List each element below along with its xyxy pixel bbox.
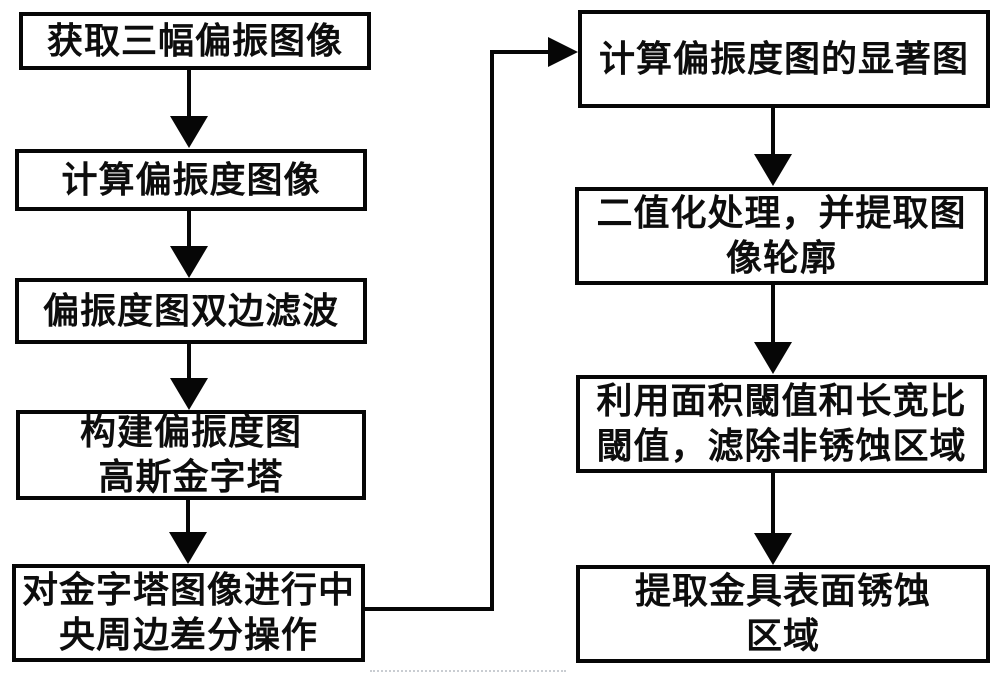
arrow-shaft-pyramid-to-centersurround — [186, 500, 190, 532]
arrowhead-right-icon — [548, 37, 578, 67]
flow-box-gaussian-pyramid: 构建偏振度图 高斯金字塔 — [16, 410, 366, 500]
flow-box-label: 二值化处理，并提取图 像轮廓 — [596, 193, 967, 278]
flow-box-binarize-contours: 二值化处理，并提取图 像轮廓 — [575, 187, 988, 285]
arrowhead-down-icon — [170, 246, 208, 278]
arrowhead-down-icon — [754, 342, 792, 374]
arrow-shaft-binarize-to-filternonrust — [771, 285, 775, 342]
arrowhead-down-icon — [754, 154, 792, 186]
arrowhead-down-icon — [170, 116, 208, 148]
flow-box-label: 对金字塔图像进行中 央周边差分操作 — [21, 570, 355, 655]
flow-box-saliency-map: 计算偏振度图的显著图 — [578, 10, 990, 108]
arrow-shaft-saliency-to-binarize — [771, 108, 775, 154]
arrowhead-down-icon — [754, 533, 792, 565]
flow-box-label: 获取三幅偏振图像 — [46, 20, 343, 61]
arrow-shaft-filter-to-pyramid — [187, 344, 191, 380]
flow-box-label: 提取金具表面锈蚀 区域 — [634, 571, 931, 656]
flow-box-extract-rust-region: 提取金具表面锈蚀 区域 — [576, 565, 990, 663]
arrow-shaft-filternonrust-to-extract — [771, 473, 775, 533]
arrowhead-down-icon — [169, 532, 207, 564]
flow-box-label: 计算偏振度图像 — [61, 159, 321, 200]
scan-artifact-line — [370, 670, 566, 672]
flow-box-compute-dolp-image: 计算偏振度图像 — [15, 149, 367, 211]
flow-box-center-surround: 对金字塔图像进行中 央周边差分操作 — [12, 564, 365, 662]
flow-box-label: 计算偏振度图的显著图 — [598, 38, 969, 79]
flow-box-acquire-images: 获取三幅偏振图像 — [19, 12, 371, 70]
arrow-shaft-dolp-to-filter — [187, 211, 191, 246]
flow-box-filter-non-rust: 利用面积閾值和长宽比 閾值，滤除非锈蚀区域 — [576, 375, 987, 473]
flow-box-label: 偏振度图双边滤波 — [42, 290, 339, 331]
arrowhead-down-icon — [170, 378, 208, 410]
connector-vertical-riser — [490, 50, 494, 611]
flow-box-bilateral-filter: 偏振度图双边滤波 — [15, 278, 367, 344]
flow-box-label: 构建偏振度图 高斯金字塔 — [79, 412, 302, 497]
connector-horizontal-into-saliency — [492, 50, 548, 54]
connector-horizontal-from-centersurround — [365, 607, 494, 611]
arrow-shaft-acquire-to-dolp — [187, 70, 191, 116]
flow-box-label: 利用面积閾值和长宽比 閾值，滤除非锈蚀区域 — [596, 381, 967, 466]
